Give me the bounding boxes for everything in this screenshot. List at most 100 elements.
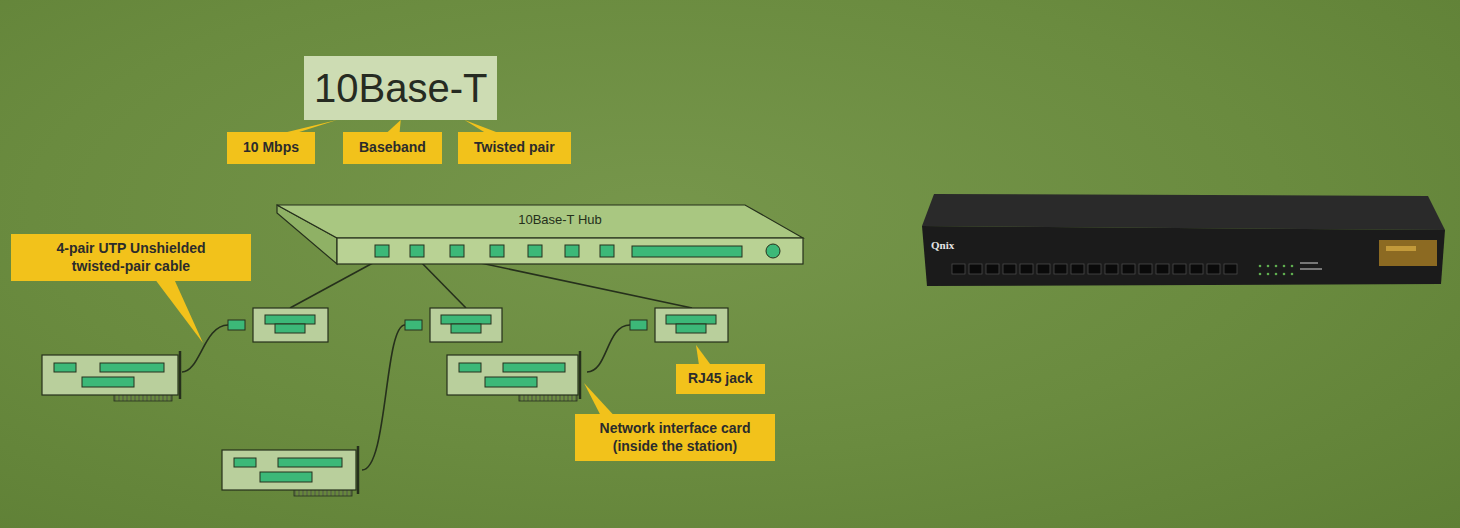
callout-box: Twisted pair: [458, 132, 571, 164]
cable: [290, 258, 382, 308]
card-board: [42, 355, 178, 395]
port: [1037, 264, 1050, 274]
card-bracket: [357, 446, 360, 494]
node-text: Baseband: [359, 139, 426, 157]
rj45-plug: [630, 320, 647, 330]
wall-plate: [430, 308, 502, 342]
led: [1291, 273, 1294, 276]
card-bracket: [179, 351, 182, 399]
rj45-jack: [228, 308, 328, 342]
port: [1207, 264, 1220, 274]
node-text: Network interface card (inside the stati…: [587, 420, 763, 455]
cable: [417, 258, 466, 308]
chip: [234, 458, 256, 467]
node-text: 10Base-T: [314, 64, 487, 112]
led: [1275, 273, 1278, 276]
port: [1224, 264, 1237, 274]
hub-port: [490, 245, 504, 257]
led: [1267, 273, 1270, 276]
hub-port: [450, 245, 464, 257]
photo-marking: [1386, 246, 1416, 251]
rj45-jack: [630, 308, 728, 342]
chip: [503, 363, 565, 372]
led: [1291, 265, 1294, 268]
callout-box: 4-pair UTP Unshielded twisted-pair cable: [11, 234, 251, 281]
port: [986, 264, 999, 274]
jack-socket: [666, 315, 716, 324]
chip: [54, 363, 76, 372]
led: [1283, 273, 1286, 276]
callout-box: Network interface card (inside the stati…: [575, 414, 775, 461]
hub-port: [528, 245, 542, 257]
title-box: 10Base-T: [304, 56, 497, 120]
port: [1190, 264, 1203, 274]
port: [1054, 264, 1067, 274]
photo-marking: [1300, 262, 1318, 264]
jack-socket: [676, 324, 706, 333]
callout-box: 10 Mbps: [227, 132, 315, 164]
node-text: RJ45 jack: [688, 370, 753, 388]
hub-display: [632, 246, 742, 257]
card-board: [447, 355, 578, 395]
hub-port: [375, 245, 389, 257]
hub-front: [337, 238, 803, 264]
port: [952, 264, 965, 274]
chip: [260, 472, 312, 482]
hub-cables: [290, 258, 692, 308]
photo-marking: [1300, 268, 1322, 270]
brand-mark: Qnix: [931, 239, 954, 251]
jack-socket: [451, 324, 481, 333]
hub-power-led: [766, 244, 780, 258]
wall-plate: [655, 308, 728, 342]
jack-socket: [265, 315, 315, 324]
network-card: [42, 351, 180, 401]
node-text: 4-pair UTP Unshielded twisted-pair cable: [23, 240, 239, 275]
cable: [182, 325, 228, 372]
node-text: 10Base-T Hub: [518, 212, 602, 227]
port: [1122, 264, 1135, 274]
chip: [485, 377, 537, 387]
chip: [278, 458, 342, 467]
led: [1259, 273, 1262, 276]
photo-label-plate: [1379, 240, 1437, 266]
port: [1020, 264, 1033, 274]
hub-photo-leds: [1259, 265, 1294, 276]
port: [1071, 264, 1084, 274]
node-text: Twisted pair: [474, 139, 555, 157]
callout-box: RJ45 jack: [676, 364, 765, 394]
led: [1267, 265, 1270, 268]
card-board: [222, 450, 356, 490]
chip: [100, 363, 164, 372]
port: [1156, 264, 1169, 274]
cable: [587, 325, 630, 372]
network-card: [447, 351, 580, 401]
node-text: 10 Mbps: [243, 139, 299, 157]
card-cables: [182, 325, 630, 470]
rj45-plug: [405, 320, 422, 330]
network-card: [222, 446, 358, 496]
hub-photo-top: [922, 194, 1445, 230]
hub-port: [600, 245, 614, 257]
chip: [82, 377, 134, 387]
port: [969, 264, 982, 274]
led: [1275, 265, 1278, 268]
port: [1173, 264, 1186, 274]
port: [1088, 264, 1101, 274]
chip: [459, 363, 481, 372]
callout-box: Baseband: [343, 132, 442, 164]
cable: [457, 258, 692, 308]
wall-plate: [253, 308, 328, 342]
jack-socket: [275, 324, 305, 333]
hub-photo-ports: [952, 264, 1237, 274]
cable: [362, 325, 405, 470]
jack-socket: [441, 315, 491, 324]
hub-top: [277, 205, 803, 238]
hub-photo: [922, 194, 1445, 286]
port: [1105, 264, 1118, 274]
hub-port: [410, 245, 424, 257]
hub-port: [565, 245, 579, 257]
hub-photo-front: [922, 226, 1445, 286]
rj45-plug: [228, 320, 245, 330]
